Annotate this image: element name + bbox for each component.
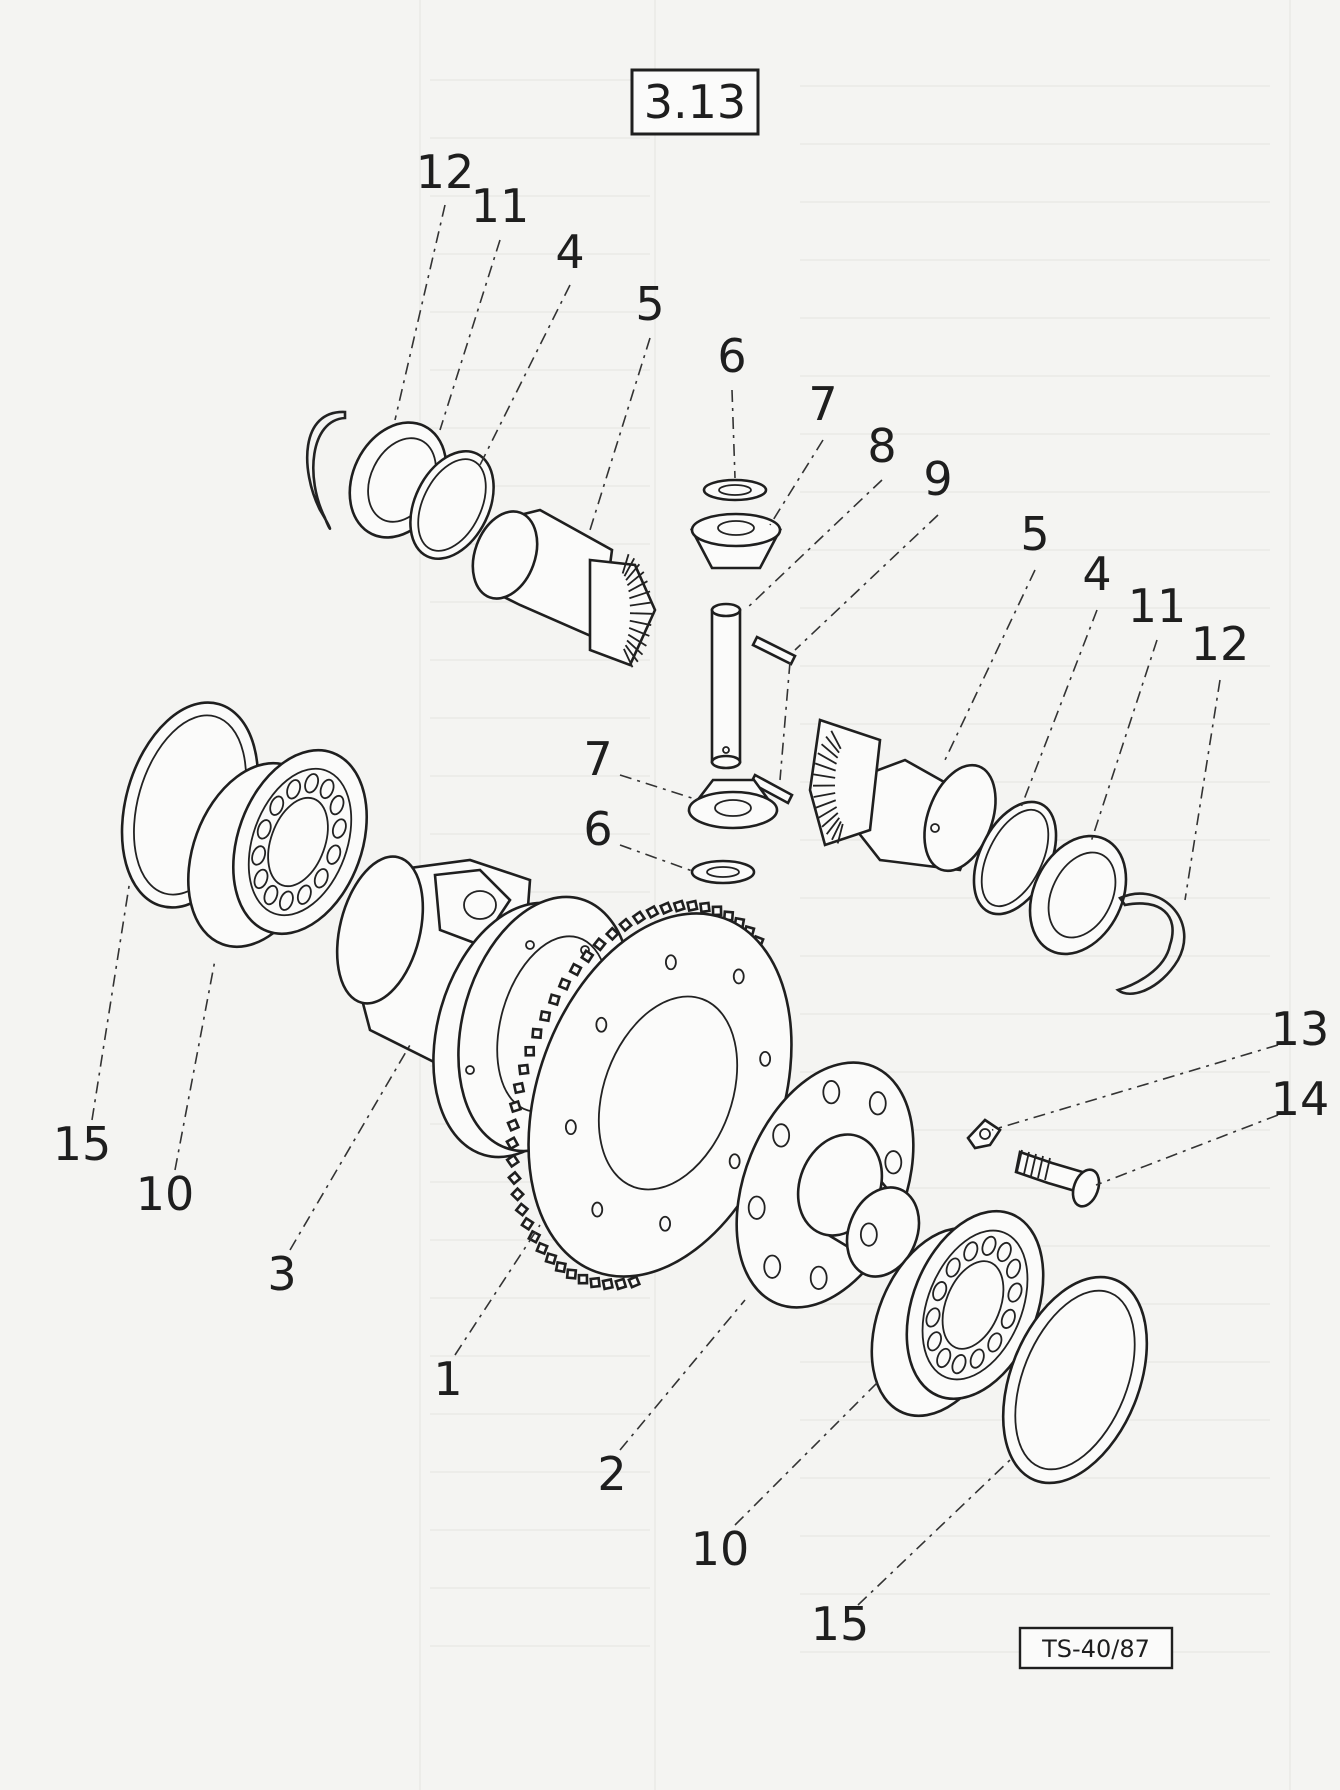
leader-line [619, 844, 696, 873]
callout-label-4: 4 [555, 225, 584, 279]
leader-line [619, 1299, 746, 1451]
leader-line [744, 479, 883, 611]
leader-line [794, 514, 939, 651]
leader-line [1095, 1114, 1279, 1186]
side-gear-right [808, 718, 997, 873]
callout-label-12: 12 [1191, 617, 1250, 671]
drawing-code: TS-40/87 [1041, 1635, 1150, 1663]
callout-label-11: 11 [471, 179, 530, 233]
leader-line [619, 774, 699, 801]
callout-label-10: 10 [136, 1167, 195, 1221]
leader-line [439, 239, 501, 431]
leader-line [991, 1044, 1279, 1131]
leader-line [731, 389, 736, 479]
circlip-left [305, 410, 347, 530]
callout-label-3: 3 [267, 1247, 296, 1301]
leader-line [1184, 679, 1221, 901]
drawing-code-box [1018, 1626, 1174, 1670]
circlip-right [1115, 892, 1186, 995]
leader-line [857, 1459, 1011, 1606]
leader-line [944, 569, 1036, 761]
figure-number-box [630, 68, 760, 136]
leader-line [394, 204, 446, 421]
spacer-ring-left [409, 449, 495, 561]
leader-line [174, 959, 216, 1171]
callout-label-5: 5 [1020, 507, 1049, 561]
callout-label-10: 10 [691, 1522, 750, 1576]
bolt [1014, 1149, 1101, 1208]
leader-line [454, 1224, 541, 1356]
background-ghost-layer [419, 0, 1291, 1790]
callout-label-14: 14 [1271, 1072, 1330, 1126]
callout-label-6: 6 [583, 802, 612, 856]
leader-line [289, 1044, 411, 1251]
callout-label-4: 4 [1082, 547, 1111, 601]
callout-label-7: 7 [583, 732, 612, 786]
pinion-gear-bottom [687, 778, 779, 830]
leader-line [479, 284, 571, 466]
callout-label-13: 13 [1271, 1002, 1330, 1056]
callout-label-12: 12 [416, 145, 475, 199]
callout-label-15: 15 [53, 1117, 112, 1171]
cross-shaft [710, 602, 742, 770]
callout-label-9: 9 [923, 452, 952, 506]
callout-label-15: 15 [811, 1597, 870, 1651]
bearing-left [186, 748, 369, 949]
leader-line [1089, 639, 1158, 846]
leader-line [734, 1379, 881, 1526]
callout-label-2: 2 [597, 1447, 626, 1501]
callout-label-1: 1 [433, 1352, 462, 1406]
bearing-right [870, 1209, 1045, 1418]
callout-label-7: 7 [808, 377, 837, 431]
crown-wheel [505, 899, 793, 1291]
lock-pin [749, 635, 797, 805]
callout-label-5: 5 [635, 277, 664, 331]
shim-right [1001, 1275, 1149, 1485]
callout-label-11: 11 [1128, 579, 1187, 633]
figure-number: 3.13 [644, 75, 746, 129]
leader-line [1019, 609, 1098, 811]
callout-label-6: 6 [717, 329, 746, 383]
pinion-gear-top [689, 512, 783, 570]
side-gear-left [471, 508, 657, 668]
leader-line [91, 879, 131, 1121]
pinion-washer-top [702, 478, 768, 502]
leader-line [769, 439, 824, 526]
lock-plate [966, 1118, 1002, 1150]
leader-line [589, 337, 651, 531]
pinion-washer-bottom [690, 859, 756, 885]
callout-label-8: 8 [867, 419, 896, 473]
flange-hub [735, 1061, 921, 1309]
thrust-washer-right [1028, 834, 1128, 956]
